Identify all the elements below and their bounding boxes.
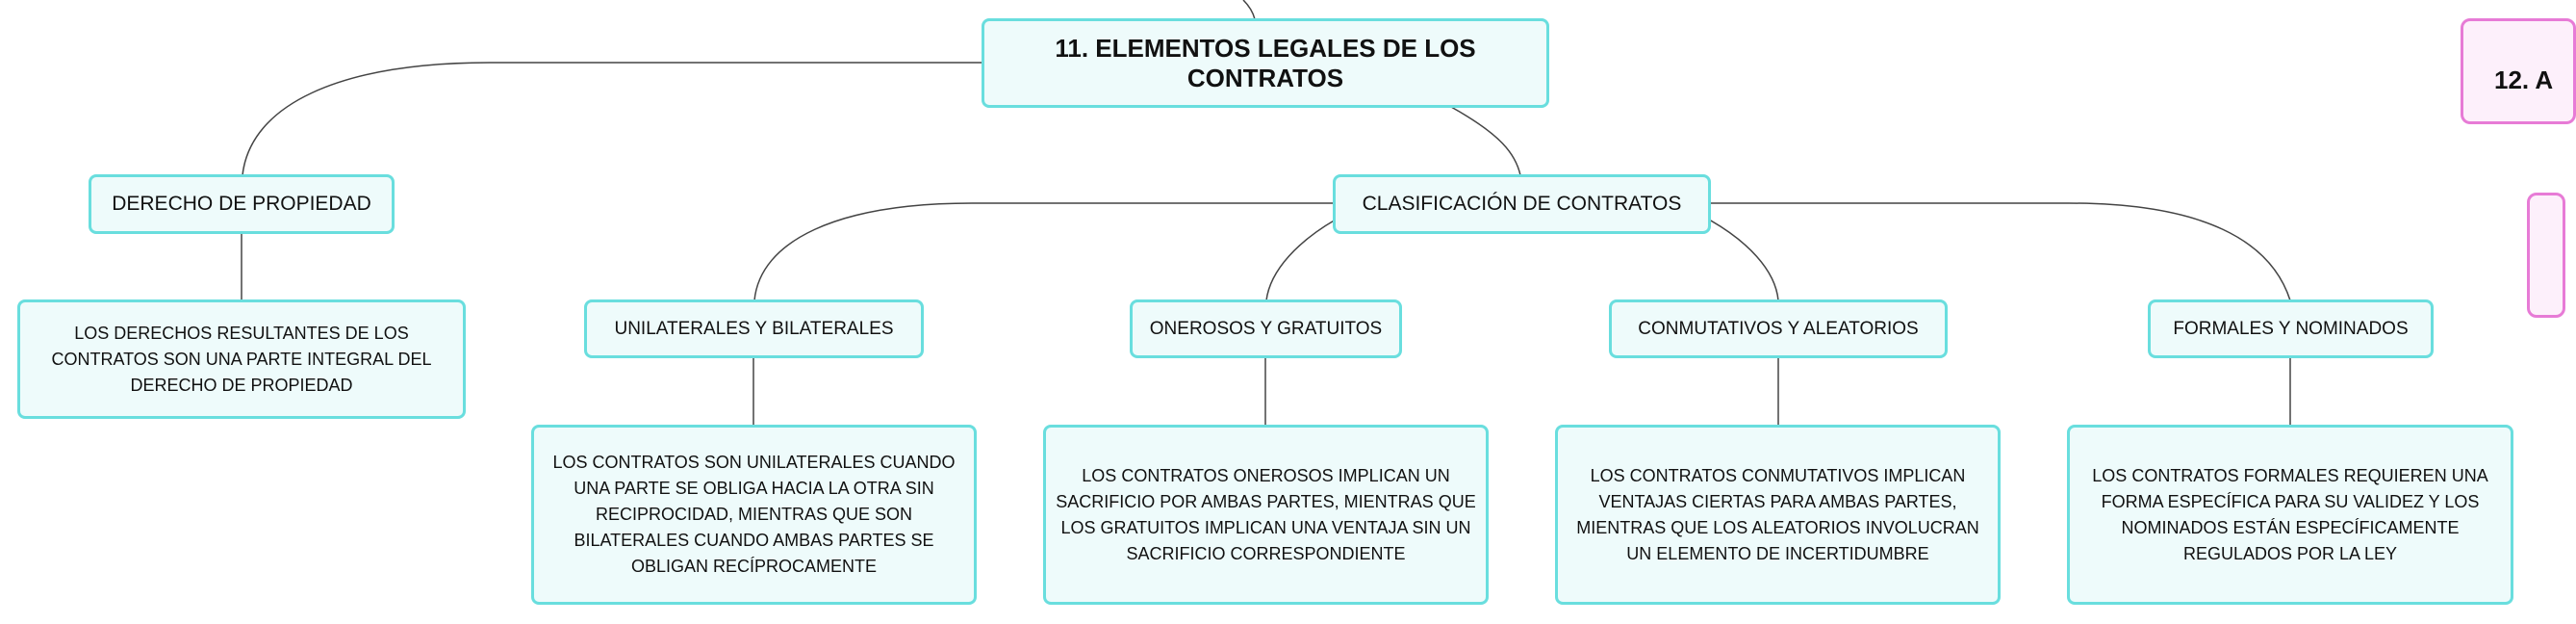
root-topic-label: 11. ELEMENTOS LEGALES DE LOS CONTRATOS — [1055, 33, 1476, 92]
note-unilaterales-text: LOS CONTRATOS SON UNILATERALES CUANDO UN… — [552, 453, 956, 576]
note-derecho-text: LOS DERECHOS RESULTANTES DE LOS CONTRATO… — [51, 323, 432, 395]
subtopic-formales-label: FORMALES Y NOMINADOS — [2173, 318, 2409, 339]
note-onerosos-text: LOS CONTRATOS ONEROSOS IMPLICAN UN SACRI… — [1056, 465, 1476, 563]
subtopic-conmutativos-label: CONMUTATIVOS Y ALEATORIOS — [1638, 318, 1919, 339]
next-topic-subcard[interactable] — [2527, 193, 2565, 318]
note-onerosos-y-gratuitos[interactable]: LOS CONTRATOS ONEROSOS IMPLICAN UN SACRI… — [1043, 425, 1489, 605]
note-conmutativos-y-aleatorios[interactable]: LOS CONTRATOS CONMUTATIVOS IMPLICAN VENT… — [1555, 425, 2001, 605]
subtopic-unilaterales-label: UNILATERALES Y BILATERALES — [614, 318, 894, 339]
link-clasificacion-onerosos — [1265, 219, 1337, 301]
subtopic-conmutativos-y-aleatorios[interactable]: CONMUTATIVOS Y ALEATORIOS — [1609, 299, 1948, 358]
note-conmutativos-text: LOS CONTRATOS CONMUTATIVOS IMPLICAN VENT… — [1576, 465, 1979, 563]
subtopic-onerosos-label: ONEROSOS Y GRATUITOS — [1149, 318, 1383, 339]
link-root-derecho — [242, 62, 982, 176]
next-topic-card[interactable]: 12. A — [2461, 18, 2576, 124]
link-clasificacion-formales — [1709, 202, 2291, 301]
link-from-above — [1242, 0, 1256, 20]
note-unilaterales-y-bilaterales[interactable]: LOS CONTRATOS SON UNILATERALES CUANDO UN… — [531, 425, 977, 605]
link-clasificacion-conmutativos — [1708, 219, 1779, 301]
subtopic-onerosos-y-gratuitos[interactable]: ONEROSOS Y GRATUITOS — [1130, 299, 1402, 358]
topic-clasificacion-label: CLASIFICACIÓN DE CONTRATOS — [1362, 193, 1682, 215]
link-clasificacion-unilaterales — [753, 202, 1333, 301]
link-root-clasificacion — [1450, 106, 1521, 176]
note-formales-y-nominados[interactable]: LOS CONTRATOS FORMALES REQUIEREN UNA FOR… — [2067, 425, 2513, 605]
root-topic[interactable]: 11. ELEMENTOS LEGALES DE LOS CONTRATOS — [982, 18, 1549, 108]
topic-clasificacion-de-contratos[interactable]: CLASIFICACIÓN DE CONTRATOS — [1333, 174, 1711, 234]
topic-derecho-label: DERECHO DE PROPIEDAD — [112, 193, 371, 215]
topic-derecho-de-propiedad[interactable]: DERECHO DE PROPIEDAD — [89, 174, 395, 234]
note-derecho-de-propiedad[interactable]: LOS DERECHOS RESULTANTES DE LOS CONTRATO… — [17, 299, 466, 419]
subtopic-formales-y-nominados[interactable]: FORMALES Y NOMINADOS — [2148, 299, 2434, 358]
next-topic-label: 12. A — [2494, 65, 2554, 94]
subtopic-unilaterales-y-bilaterales[interactable]: UNILATERALES Y BILATERALES — [584, 299, 924, 358]
note-formales-text: LOS CONTRATOS FORMALES REQUIEREN UNA FOR… — [2092, 465, 2488, 563]
